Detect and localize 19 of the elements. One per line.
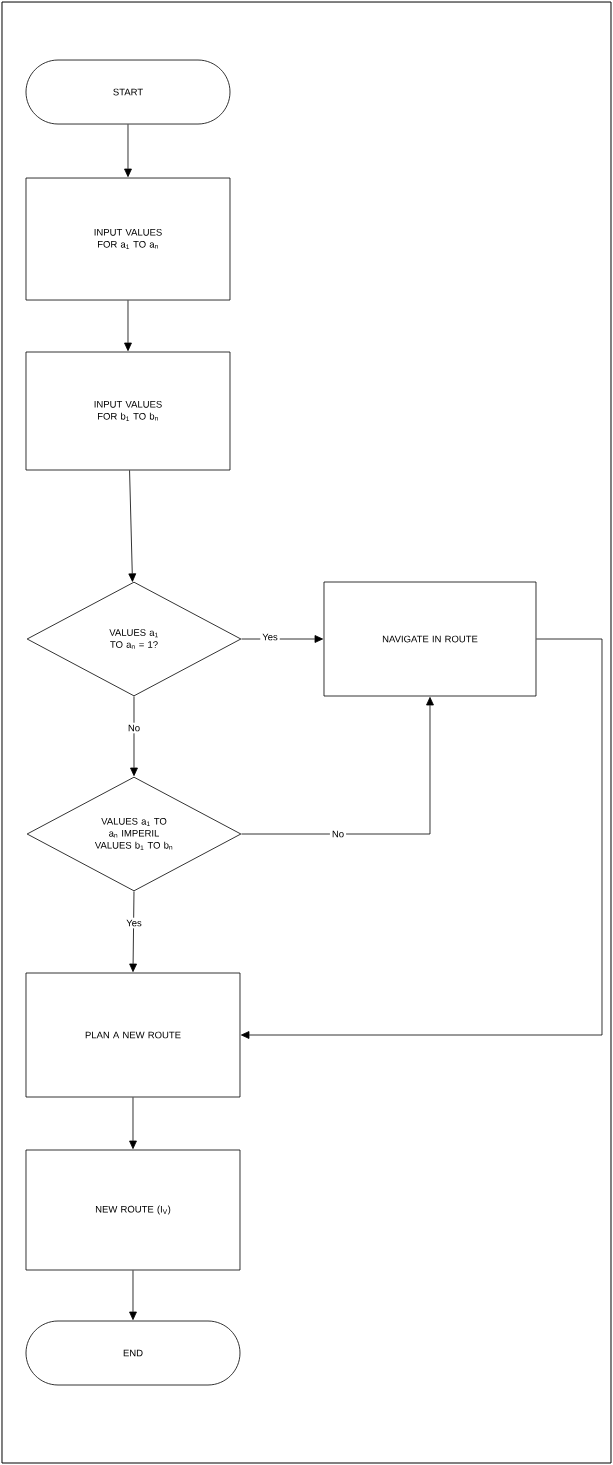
- arrow: [124, 124, 132, 178]
- process-box: PLAN A NEW ROUTE: [25, 972, 241, 1098]
- process-box: INPUT VALUES FOR b$_{1}$ TO b$_{n}$: [25, 351, 231, 471]
- arrow: [241, 635, 323, 643]
- process-box: INPUT VALUES FOR a$_{1}$ TO a$_{n}$: [25, 177, 231, 301]
- arrow: [129, 1097, 137, 1149]
- arrow: [128, 470, 137, 582]
- process-box: NEW ROUTE (I$_{V}$): [25, 1149, 241, 1271]
- edge-label: Yes: [124, 917, 144, 929]
- edge-label: Yes: [260, 631, 280, 643]
- arrow: [241, 697, 434, 835]
- arrow: [124, 300, 132, 352]
- edge-label: No: [329, 828, 347, 840]
- arrow: [130, 696, 138, 777]
- arrow: [129, 1270, 137, 1320]
- arrow: [241, 638, 603, 1039]
- arrow: [129, 891, 137, 972]
- edge-label: No: [125, 722, 143, 734]
- process-box: NAVIGATE IN ROUTE: [323, 581, 537, 697]
